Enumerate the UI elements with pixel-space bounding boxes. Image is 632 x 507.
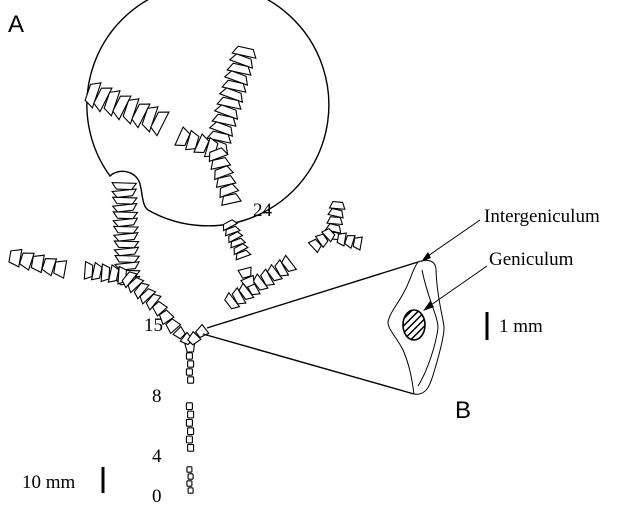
- stem-segment: [186, 436, 192, 443]
- intergeniculum-segment: [113, 218, 138, 227]
- stem-segment: [188, 444, 194, 451]
- intergeniculum-segment: [113, 212, 137, 219]
- stem-segment: [188, 377, 194, 383]
- stem-segment: [188, 488, 193, 493]
- stem-segment: [187, 481, 192, 486]
- geniculum-hatched: [403, 310, 425, 340]
- intergeniculum-segment: [329, 201, 345, 209]
- scale-label-10mm: 10 mm: [22, 472, 76, 493]
- intergeniculum-segment: [112, 183, 136, 190]
- segment-number-0: 0: [152, 486, 162, 507]
- inset-branch-fragment: [84, 80, 169, 136]
- segment-number-24: 24: [253, 200, 273, 221]
- segment-number-15: 15: [144, 315, 163, 336]
- branch-far-left-fragment: [8, 248, 66, 278]
- stem-segment: [186, 419, 192, 426]
- expansion-line-bottom: [203, 334, 414, 394]
- geniculum-arrowhead: [423, 301, 434, 311]
- intergeniculum-segment: [114, 247, 139, 256]
- inset-main-branch: [175, 45, 258, 205]
- intergeniculum-arrow: [425, 220, 480, 258]
- panel-label-a: A: [8, 11, 24, 38]
- segment-number-8: 8: [152, 386, 162, 407]
- intergeniculum-segment: [115, 255, 139, 262]
- label-geniculum: Geniculum: [489, 249, 574, 270]
- stem-segment: [187, 467, 192, 472]
- branch-left-upper: [84, 183, 180, 334]
- intergeniculum-segment: [114, 226, 138, 233]
- intergeniculum-segment: [327, 216, 343, 224]
- stem-segment: [188, 361, 194, 367]
- stem-segment: [186, 353, 192, 359]
- panel-label-b: B: [455, 397, 471, 424]
- intergeniculum-segment: [84, 262, 93, 280]
- intergeniculum-segment: [113, 197, 137, 204]
- intergeniculum-segment: [53, 259, 66, 278]
- scale-label-1mm: 1 mm: [499, 316, 543, 337]
- stem-segment: [188, 411, 194, 418]
- branch-far-right-fragment: [308, 201, 362, 252]
- intergeniculum-segment: [114, 233, 139, 242]
- stem-segment: [188, 474, 193, 479]
- intergeniculum-segment: [353, 236, 362, 250]
- stem-segment: [186, 369, 192, 375]
- stem-segment: [188, 428, 194, 435]
- stem-segment: [186, 403, 192, 410]
- main-axis: [173, 325, 209, 494]
- intergeniculum-segment: [101, 264, 110, 282]
- intergeniculum-segment: [114, 241, 138, 248]
- intergeniculum-segment: [112, 189, 137, 198]
- intergeniculum-segment: [113, 204, 138, 213]
- branch-below-inset: [221, 218, 251, 259]
- label-intergeniculum: Intergeniculum: [484, 206, 600, 227]
- segment-number-4: 4: [152, 446, 162, 467]
